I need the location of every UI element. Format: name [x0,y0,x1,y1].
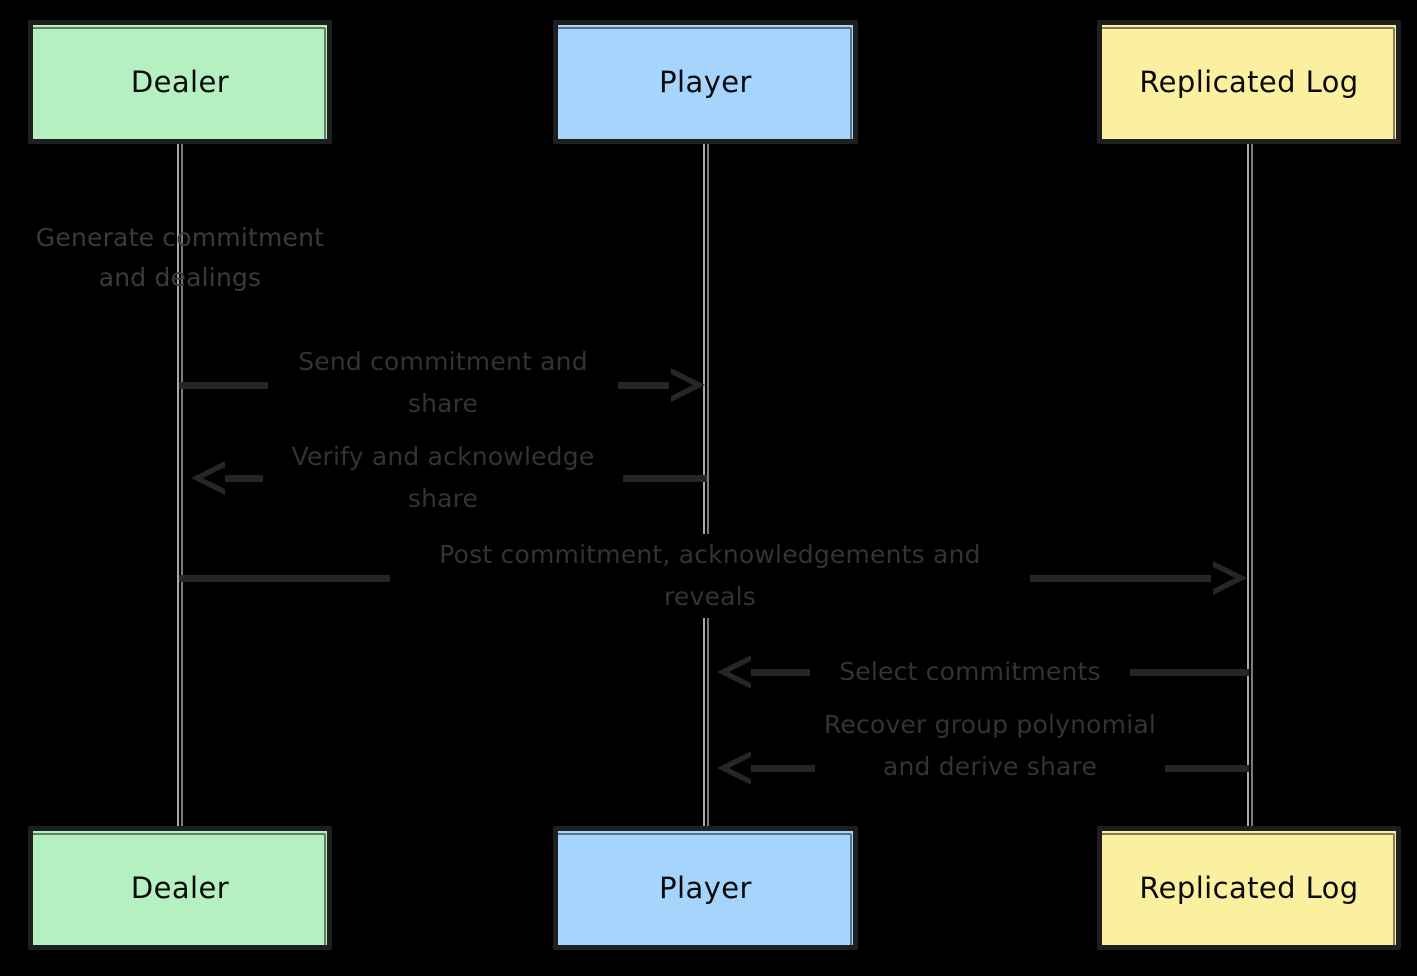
message-label-send-commitment: Send commitment and share [268,341,618,425]
participant-box-dealer-bottom[interactable]: Dealer [28,826,332,950]
participant-label-dealer-bottom: Dealer [130,871,230,905]
participant-label-replicated-log-bottom: Replicated Log [1139,871,1359,905]
message-label-recover-group: Recover group polynomial and derive shar… [815,704,1165,788]
lifeline-player-sketch [707,144,709,832]
participant-box-replicated-log-bottom[interactable]: Replicated Log [1097,826,1401,950]
message-label-post-commitment: Post commitment, acknowledgements and re… [390,534,1030,618]
message-label-verify-acknowledge: Verify and acknowledge share [263,436,623,520]
participant-label-player-top: Player [659,65,752,99]
participant-label-replicated-log-top: Replicated Log [1139,65,1359,99]
lifeline-replicated-log [1247,144,1249,832]
arrowhead-select-commitments [717,655,751,689]
note-generate-commitment: Generate commitment and dealings [35,223,325,292]
arrowhead-recover-group [717,751,751,785]
message-label-select-commitments: Select commitments [810,651,1130,693]
participant-label-dealer-top: Dealer [130,65,230,99]
arrowhead-post-commitment [1213,561,1247,595]
participant-box-player-top[interactable]: Player [553,20,858,144]
participant-box-player-bottom[interactable]: Player [553,826,858,950]
participant-label-player-bottom: Player [659,871,752,905]
arrowhead-verify-acknowledge [191,461,225,495]
lifeline-replicated-log-sketch [1251,144,1253,832]
participant-box-replicated-log-top[interactable]: Replicated Log [1097,20,1401,144]
lifeline-dealer [177,144,179,832]
lifeline-dealer-sketch [181,144,183,832]
participant-box-dealer-top[interactable]: Dealer [28,20,332,144]
lifeline-player [703,144,705,832]
arrowhead-send-commitment [671,368,705,402]
